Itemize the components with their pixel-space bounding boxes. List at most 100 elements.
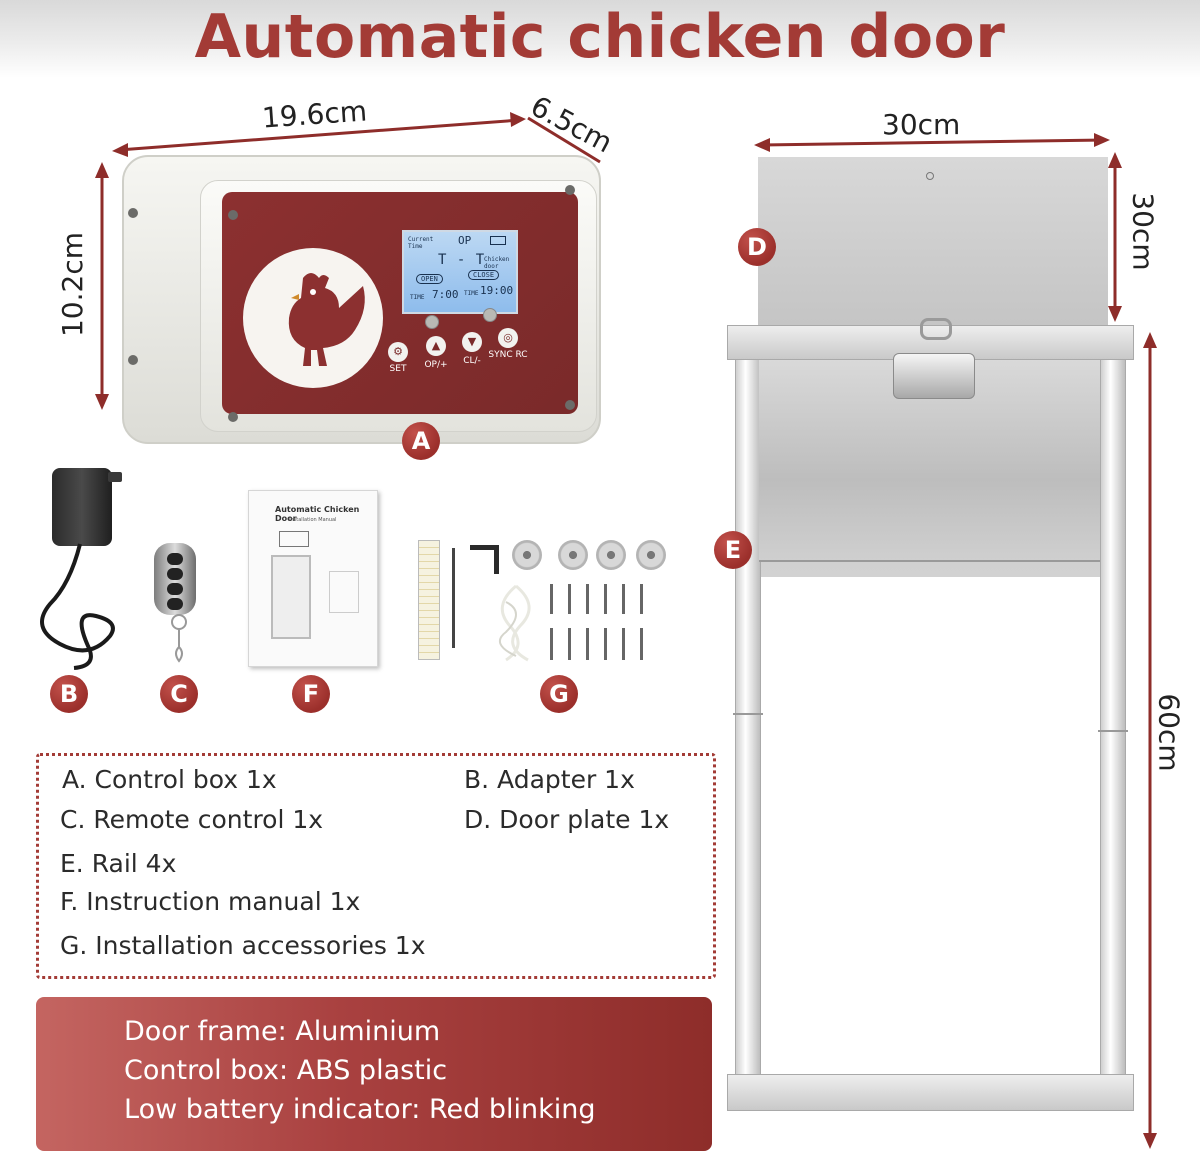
sync-button-label: SYNC RC bbox=[488, 350, 528, 360]
screw-icon bbox=[228, 210, 238, 220]
screw-icon bbox=[565, 400, 575, 410]
lcd-display: Current Time OP T - T Chicken door OPEN … bbox=[402, 230, 518, 314]
manual-subtitle: Installation Manual bbox=[289, 517, 337, 523]
arrow-head bbox=[1094, 133, 1110, 147]
badge-b: B bbox=[50, 675, 88, 713]
arrow-head bbox=[1143, 332, 1157, 348]
screw-icon bbox=[228, 412, 238, 422]
set-button-label: SET bbox=[389, 364, 407, 374]
box-width-line bbox=[117, 118, 521, 152]
arrow-head bbox=[754, 138, 770, 152]
spec-row: Low battery indicator: Red blinking bbox=[124, 1094, 595, 1125]
spec-label: Low battery indicator: bbox=[124, 1094, 421, 1125]
sync-button[interactable]: ◎ bbox=[498, 328, 518, 348]
badge-a: A bbox=[402, 422, 440, 460]
instruction-manual: Automatic Chicken Door Installation Manu… bbox=[248, 490, 378, 667]
remote-button bbox=[167, 598, 183, 610]
roller-icon bbox=[558, 540, 588, 570]
manual-door-icon bbox=[271, 555, 311, 639]
lcd-status: T - T bbox=[438, 252, 486, 268]
lcd-open-label: OPEN bbox=[416, 274, 443, 284]
spec-value: Aluminium bbox=[295, 1016, 441, 1047]
manual-title: Automatic Chicken Door bbox=[275, 505, 360, 523]
parts-list bbox=[36, 753, 716, 979]
lcd-door-label: Chicken door bbox=[484, 256, 510, 270]
adapter bbox=[52, 468, 112, 546]
lcd-time-tag: TIME bbox=[410, 294, 425, 301]
rail-joint bbox=[1098, 730, 1128, 732]
remote-button bbox=[167, 583, 183, 595]
lcd-time-label: Time bbox=[408, 243, 423, 250]
spec-label: Control box: bbox=[124, 1055, 289, 1086]
remote-button bbox=[167, 553, 183, 565]
set-button[interactable]: ⚙ bbox=[388, 342, 408, 362]
badge-e: E bbox=[714, 531, 752, 569]
spec-row: Control box: ABS plastic bbox=[124, 1055, 447, 1086]
spec-panel bbox=[36, 997, 712, 1151]
list-item: F. Instruction manual 1x bbox=[60, 887, 361, 916]
screwdriver-icon bbox=[452, 548, 455, 648]
screws-group bbox=[546, 584, 664, 668]
spec-row: Door frame: Aluminium bbox=[124, 1016, 440, 1047]
remote-control bbox=[154, 543, 196, 615]
spec-value: ABS plastic bbox=[296, 1055, 448, 1086]
hex-key-icon bbox=[470, 545, 499, 574]
spec-value: Red blinking bbox=[428, 1094, 596, 1125]
list-item: G. Installation accessories 1x bbox=[60, 931, 426, 960]
roller-icon bbox=[596, 540, 626, 570]
manual-box-icon bbox=[329, 571, 359, 613]
list-item: E. Rail 4x bbox=[60, 849, 177, 878]
cable-icon bbox=[40, 543, 115, 670]
status-led bbox=[425, 315, 439, 329]
latch-ring-icon bbox=[920, 318, 952, 340]
page-title: Automatic chicken door bbox=[194, 2, 1006, 72]
mount-hole-icon bbox=[128, 355, 138, 365]
close-button[interactable]: ▼ bbox=[462, 332, 482, 352]
close-button-label: CL/- bbox=[463, 356, 481, 366]
remote-button bbox=[167, 568, 183, 580]
spec-label: Door frame: bbox=[124, 1016, 287, 1047]
roller-icon bbox=[636, 540, 666, 570]
list-item: D. Door plate 1x bbox=[464, 805, 670, 834]
badge-g: G bbox=[540, 675, 578, 713]
badge-f: F bbox=[292, 675, 330, 713]
lcd-mode: OP bbox=[458, 234, 472, 247]
arrow-head bbox=[1108, 306, 1122, 322]
open-button-label: OP/+ bbox=[424, 360, 448, 370]
rail-right bbox=[1100, 356, 1126, 1078]
list-item: B. Adapter 1x bbox=[464, 765, 635, 794]
roller-icon bbox=[512, 540, 542, 570]
rooster-logo bbox=[243, 248, 383, 388]
arrow-head bbox=[95, 162, 109, 178]
keyring-icon bbox=[171, 614, 187, 663]
frame-height-label: 60cm bbox=[1152, 693, 1186, 772]
arrow-head bbox=[1143, 1133, 1157, 1149]
tape-measure-icon bbox=[418, 540, 440, 660]
lcd-time-tag: TIME bbox=[464, 290, 479, 297]
battery-icon bbox=[490, 236, 506, 245]
badge-d: D bbox=[738, 228, 776, 266]
badge-c: C bbox=[160, 675, 198, 713]
screws-icon bbox=[550, 584, 643, 660]
plate-hole-icon bbox=[926, 172, 934, 180]
box-height-label: 10.2cm bbox=[56, 231, 90, 338]
lcd-close-label: CLOSE bbox=[468, 270, 500, 280]
rope-icon bbox=[498, 584, 531, 662]
rail-joint bbox=[733, 713, 763, 715]
manual-diagram-icon bbox=[279, 531, 309, 547]
mount-hole-icon bbox=[128, 208, 138, 218]
list-item: A. Control box 1x bbox=[62, 765, 277, 794]
plug-pin-icon bbox=[108, 472, 122, 482]
arrow-head bbox=[1108, 152, 1122, 168]
screw-icon bbox=[565, 185, 575, 195]
lcd-open-time: 7:00 bbox=[432, 288, 459, 301]
open-button[interactable]: ▲ bbox=[426, 336, 446, 356]
plate-height-label: 30cm bbox=[1126, 192, 1160, 271]
arrow-head bbox=[112, 143, 128, 157]
status-led bbox=[483, 308, 497, 322]
plate-width-label: 30cm bbox=[882, 108, 961, 141]
latch-hinge-icon bbox=[893, 353, 975, 399]
frame-bottom-bar bbox=[727, 1074, 1134, 1111]
title-band bbox=[0, 0, 1200, 78]
